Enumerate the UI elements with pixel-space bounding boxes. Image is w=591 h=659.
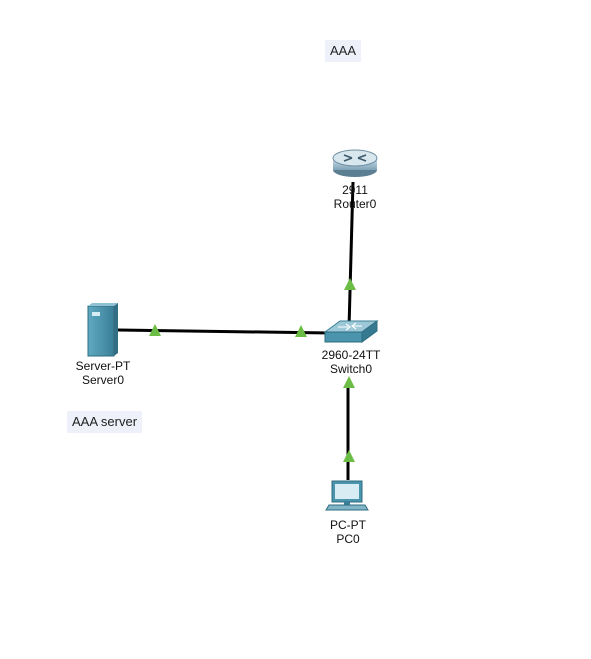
pc-icon[interactable] — [325, 480, 369, 511]
switch-icon[interactable] — [323, 320, 379, 343]
pc-label: PC-PT PC0 — [330, 518, 366, 546]
server-name: Server0 — [81, 373, 125, 387]
router-label: 2911 Router0 — [334, 183, 377, 211]
server-label: Server-PT Server0 — [76, 359, 131, 387]
note-aaa-server[interactable]: AAA server — [67, 411, 143, 433]
port-status-up-icon — [149, 324, 161, 336]
server-model: Server-PT — [75, 359, 131, 373]
server-icon[interactable] — [87, 303, 118, 357]
pc-model: PC-PT — [330, 518, 366, 532]
port-status-up-icon — [295, 325, 307, 337]
pc-name: PC0 — [336, 532, 360, 546]
port-status-up-icon — [343, 376, 355, 388]
router-icon[interactable] — [332, 149, 378, 177]
note-aaa[interactable]: AAA — [325, 40, 362, 62]
switch-name: Switch0 — [329, 362, 373, 376]
switch-label: 2960-24TT Switch0 — [322, 348, 381, 376]
router-name: Router0 — [333, 197, 377, 211]
router-model: 2911 — [342, 183, 368, 197]
port-status-up-icon — [343, 450, 355, 462]
switch-model: 2960-24TT — [321, 348, 381, 362]
link-router-switch[interactable] — [347, 181, 355, 329]
port-status-up-icon — [344, 278, 356, 290]
